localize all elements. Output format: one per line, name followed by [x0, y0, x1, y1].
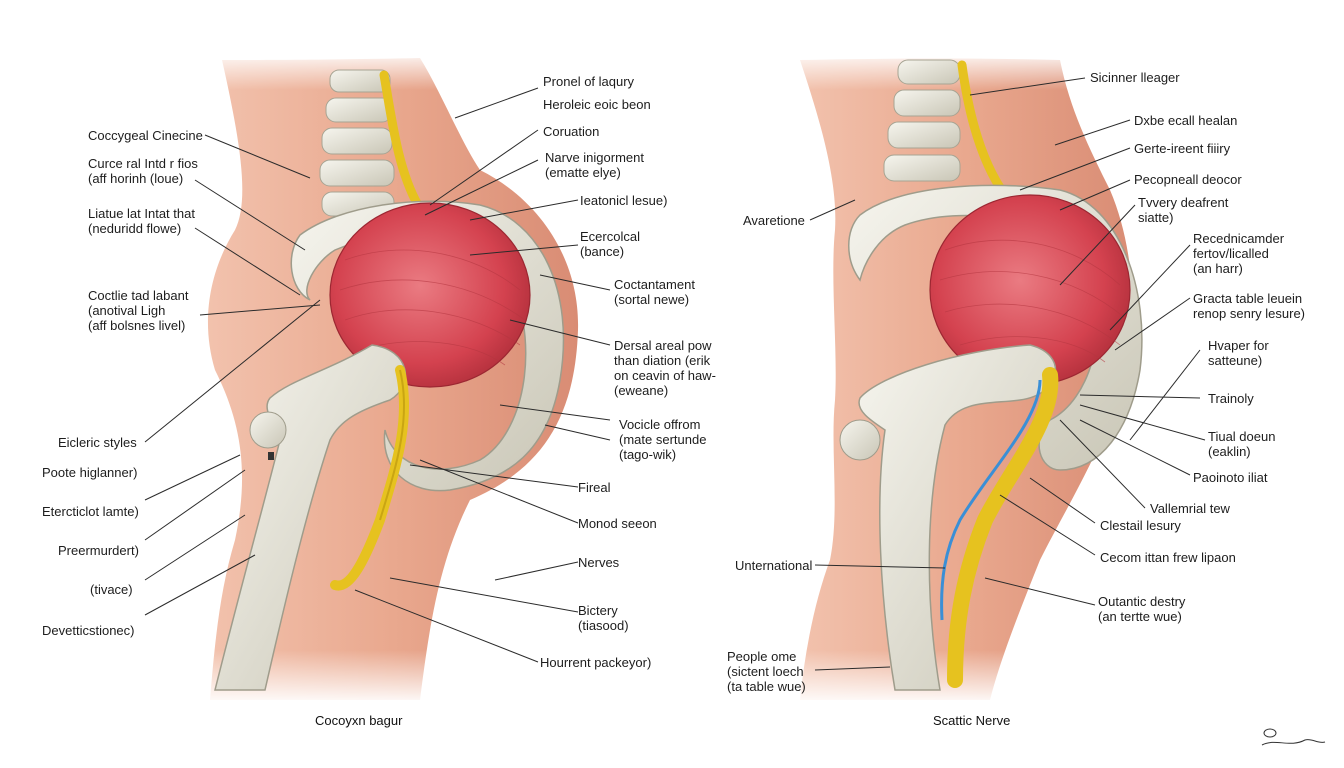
left-panel-labels-left-label-2-line-1: (neduridd flowe) — [88, 221, 181, 236]
right-panel-labels-right-label-5-line-2: (an harr) — [1193, 261, 1243, 276]
right-lumbar-spine — [883, 59, 961, 182]
left-panel-labels-left-label-2-line-0: Liatue lat Intat that — [88, 206, 195, 221]
left-top-fade — [200, 50, 600, 90]
left-sciatic-nerve-edge — [379, 369, 406, 521]
right-panel-labels-left-label-2-line-1: (sictent loech — [727, 664, 804, 679]
right-panel-labels-right-label-7-line-0: Hvaper for — [1208, 338, 1269, 353]
left-panel-labels-right-label-0-line-0: Pronel of laqury — [543, 74, 635, 89]
left-panel-labels-right-label-10-line-0: Monod seeon — [578, 516, 657, 531]
right-panel-labels-right-label-5-line-1: fertov/licalled — [1193, 246, 1269, 261]
left-figure — [200, 50, 600, 705]
left-panel-labels-right-label-9-line-0: Fireal — [578, 480, 611, 495]
left-gluteal-muscle — [329, 202, 531, 388]
left-panel-labels-left-label-6-line-0: Etercticlot lamte) — [42, 504, 139, 519]
left-panel-labels-right-label-5-line-1: (bance) — [580, 244, 624, 259]
right-panel-labels-right-label-5-line-0: Recednicamder — [1193, 231, 1285, 246]
left-panel-labels-left-label-8-line-0: (tivace) — [90, 582, 133, 597]
right-panel-labels-right-label-3-line-0: Pecopneall deocor — [1134, 172, 1242, 187]
left-panel-labels-right-label-7-line-3: (eweane) — [614, 383, 668, 398]
right-panel-labels-right-label-9-line-0: Tiual doeun — [1208, 429, 1275, 444]
right-panel-labels-right-label-1-line-0: Dxbe ecall healan — [1134, 113, 1237, 128]
left-greater-trochanter — [249, 411, 287, 449]
left-small-marker-icon — [268, 452, 274, 460]
right-panel-labels-left-label-0-line-0: Avaretione — [743, 213, 805, 228]
right-panel-labels-left-label-2-line-2: (ta table wue) — [727, 679, 806, 694]
left-panel-labels-left-label-7-line-0: Preermurdert) — [58, 543, 139, 558]
left-panel-caption: Cocoyxn bagur — [315, 713, 403, 728]
right-panel-labels-right-label-8-line-0: Trainoly — [1208, 391, 1254, 406]
right-panel-labels-right-label-2-line-0: Gerte-ireent fiiiry — [1134, 141, 1231, 156]
right-panel-labels-right-label-9-line-1: (eaklin) — [1208, 444, 1251, 459]
left-panel-labels-right-label-5-line-0: Ecercolcal — [580, 229, 640, 244]
left-panel-labels-right-label-8-line-2: (tago-wik) — [619, 447, 676, 462]
left-muscle-fibers — [339, 249, 526, 366]
left-panel-labels-right-label-13-line-0: Hourrent packeyor) — [540, 655, 651, 670]
leader-lines — [144, 77, 1206, 671]
left-panel-labels-left-label-9-line-0: Devetticstionec) — [42, 623, 134, 638]
right-panel-labels-left-label-1-line-0: Unternational — [735, 558, 812, 573]
left-panel-labels-right-label-4-line-0: Ieatonicl lesue) — [580, 193, 667, 208]
right-panel-labels-right-label-13-line-0: Cecom ittan frew lipaon — [1100, 550, 1236, 565]
right-muscle-fibers — [939, 239, 1126, 363]
right-femur — [858, 344, 1057, 691]
left-panel-labels-right-label-6-line-0: Coctantament — [614, 277, 695, 292]
left-panel-labels-left-label-3-line-1: (anotival Ligh — [88, 303, 165, 318]
left-panel-labels-left-label-5-line-0: Poote higlanner) — [42, 465, 137, 480]
left-panel-labels-right-label-11-line-0: Nerves — [578, 555, 620, 570]
left-panel-labels-left-label-4-line-0: Eicleric styles — [58, 435, 137, 450]
left-panel-labels-left-label-1-line-0: Curce ral Intd r fios — [88, 156, 198, 171]
left-panel-labels-right-label-3-line-1: (ematte elye) — [545, 165, 621, 180]
signature-mark-icon — [1261, 728, 1326, 746]
left-panel-labels-left-label-1-line-1: (aff horinh (loue) — [88, 171, 183, 186]
right-figure — [790, 50, 1143, 705]
right-panel-labels-right-label-0-line-0: Sicinner lleager — [1090, 70, 1180, 85]
right-panel-labels-right-label-4-line-1: siatte) — [1138, 210, 1173, 225]
right-greater-trochanter — [839, 419, 881, 461]
right-panel-labels-right-label-14-line-1: (an tertte wue) — [1098, 609, 1182, 624]
left-panel-labels-right-label-3-line-0: Narve inigorment — [545, 150, 644, 165]
left-panel-labels-right-label-7-line-2: on ceavin of haw- — [614, 368, 716, 383]
right-sciatic-nerve — [947, 367, 1059, 688]
left-panel-labels-right-label-7-line-0: Dersal areal pow — [614, 338, 712, 353]
left-panel-labels-left-label-0-line-0: Coccygeal Cinecine — [88, 128, 203, 143]
left-spinal-nerve — [379, 70, 423, 210]
right-panel-labels-right-label-6-line-0: Gracta table leuein — [1193, 291, 1302, 306]
left-panel-labels-right-label-12-line-1: (tiasood) — [578, 618, 629, 633]
left-panel-labels-left-label-3-line-2: (aff bolsnes livel) — [88, 318, 185, 333]
right-panel-labels-right-label-12-line-0: Clestail lesury — [1100, 518, 1181, 533]
left-femur — [214, 344, 406, 691]
left-panel-labels-right-label-12-line-0: Bictery — [578, 603, 618, 618]
right-panel-labels-right-label-14-line-0: Outantic destry — [1098, 594, 1186, 609]
right-vessel — [940, 379, 1042, 621]
right-panel-caption: Scattic Nerve — [933, 713, 1010, 728]
left-panel-labels-right-label-7-line-1: than diation (erik — [614, 353, 711, 368]
right-panel-labels-right-label-11-line-0: Vallemrial tew — [1150, 501, 1231, 516]
right-panel-labels-left-label-2-line-0: People ome — [727, 649, 796, 664]
left-panel-labels-left-label-3-line-0: Coctlie tad labant — [88, 288, 189, 303]
left-panel-labels-right-label-8-line-1: (mate sertunde — [619, 432, 706, 447]
right-panel-labels-right-label-7-line-1: satteune) — [1208, 353, 1262, 368]
left-panel-labels-right-label-1-line-0: Heroleic eoic beon — [543, 97, 651, 112]
right-spinal-nerve — [957, 60, 1010, 200]
left-panel-labels-right-label-8-line-0: Vocicle offrom — [619, 417, 700, 432]
left-panel-labels-right-label-2-line-0: Coruation — [543, 124, 599, 139]
right-panel-labels-right-label-6-line-1: renop senry lesure) — [1193, 306, 1305, 321]
left-panel-labels-right-label-6-line-1: (sortal newe) — [614, 292, 689, 307]
right-panel-labels-right-label-4-line-0: Tvvery deafrent — [1138, 195, 1229, 210]
right-panel-labels-right-label-10-line-0: Paoinoto iliat — [1193, 470, 1268, 485]
